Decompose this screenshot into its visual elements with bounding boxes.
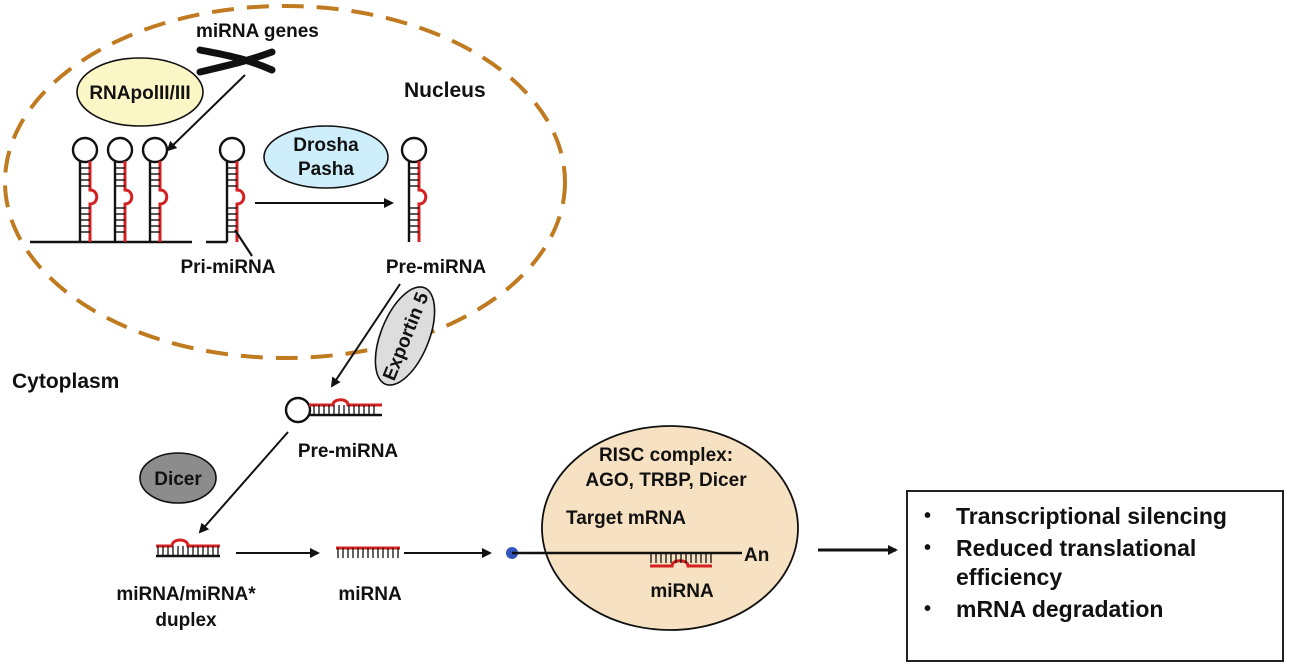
- bullet-icon: •: [924, 598, 932, 620]
- risc-mirna-label: miRNA: [650, 581, 714, 602]
- exportin-bubble: Exportin 5: [374, 286, 436, 386]
- duplex-label-2: duplex: [155, 610, 217, 631]
- rna-polymerase-bubble: [76, 57, 204, 127]
- polya-label: An: [744, 545, 769, 566]
- bullet-icon: •: [924, 505, 932, 527]
- chromosome-icon: [196, 46, 276, 76]
- nucleus-title: Nucleus: [404, 79, 486, 102]
- pre-mirna-hairpin-nucleus: [400, 136, 428, 244]
- bullet-icon: •: [924, 537, 932, 559]
- outcome-text: Reduced translational efficiency: [956, 535, 1197, 590]
- dicer-label: Dicer: [154, 469, 202, 490]
- drosha-label: Drosha: [293, 135, 359, 156]
- pasha-label: Pasha: [298, 159, 354, 180]
- risc-title-1: RISC complex:: [599, 445, 733, 466]
- pre-mirna-hairpin-cytoplasm: [284, 396, 382, 424]
- pre-mirna-label-cytoplasm: Pre-miRNA: [298, 441, 399, 462]
- mirna-genes-label: miRNA genes: [196, 21, 319, 42]
- outcomes-box: • Transcriptional silencing • Reduced tran…: [906, 490, 1284, 662]
- mature-mirna: [336, 546, 400, 559]
- risc-title-2: AGO, TRBP, Dicer: [585, 470, 747, 491]
- dicer-bubble: [139, 452, 217, 504]
- target-mrna-label: Target mRNA: [566, 508, 686, 529]
- rna-polymerase-label: RNApolII/III: [89, 83, 190, 104]
- pri-mirna-hairpins: [30, 136, 192, 244]
- outcome-text: Transcriptional silencing: [956, 503, 1227, 529]
- target-mrna-strand: [506, 547, 742, 568]
- outcome-text: mRNA degradation: [956, 596, 1164, 622]
- cytoplasm-title: Cytoplasm: [12, 370, 119, 393]
- dicer-arrow: [198, 431, 289, 534]
- pri-mirna-single: [206, 136, 253, 257]
- outcome-item: • Reduced translational efficiency: [922, 534, 1274, 592]
- risc-complex: [541, 425, 799, 631]
- outcome-item: • Transcriptional silencing: [922, 502, 1274, 531]
- drosha-pasha-bubble: [263, 125, 389, 189]
- outcomes-list: • Transcriptional silencing • Reduced tran…: [908, 492, 1282, 624]
- mirna-duplex: [156, 538, 220, 558]
- mature-mirna-label: miRNA: [338, 584, 402, 605]
- export-arrow: [330, 283, 401, 388]
- genes-to-pri-arrow: [166, 74, 246, 152]
- duplex-label-1: miRNA/miRNA*: [116, 584, 256, 605]
- outcome-item: • mRNA degradation: [922, 595, 1274, 624]
- pre-mirna-label-nucleus: Pre-miRNA: [386, 257, 487, 278]
- nucleus-membrane: [3, 4, 567, 360]
- pri-mirna-label: Pri-miRNA: [180, 257, 275, 278]
